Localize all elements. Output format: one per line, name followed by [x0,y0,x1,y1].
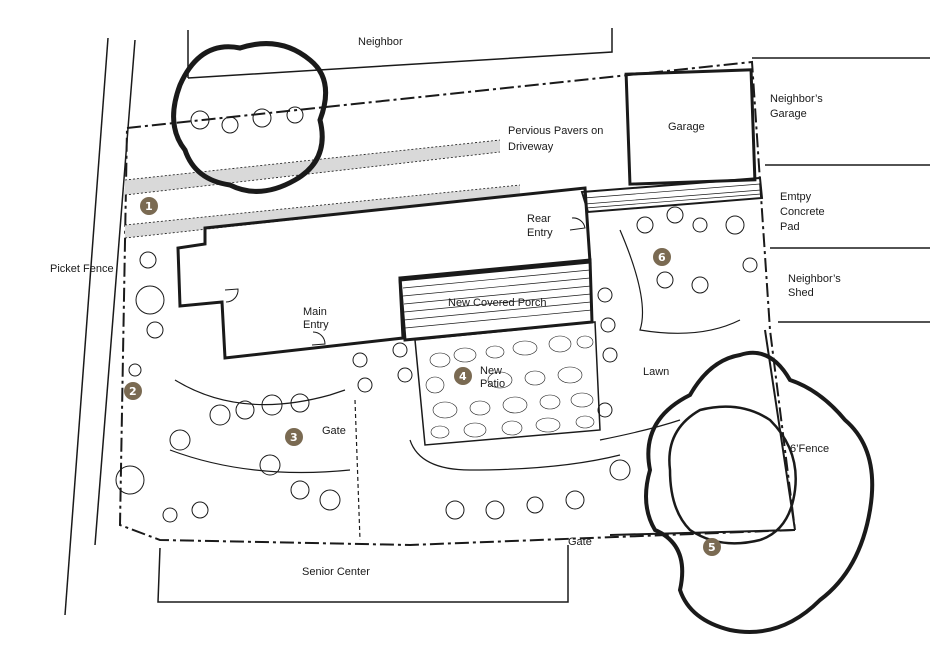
svg-text:6: 6 [658,251,666,264]
marker-5: 5 [703,538,721,556]
rear-entry-label-1: Rear [527,213,551,225]
empty-pad-label-1: Emtpy [780,191,812,203]
plan-labels: Neighbor Pervious Pavers on Driveway Gar… [50,36,841,578]
marker-6: 6 [653,248,671,266]
garage-label: Garage [668,121,705,133]
pervious-pavers-label: Pervious Pavers on [508,125,603,137]
svg-text:1: 1 [145,200,153,213]
gate-south-label: Gate [568,536,592,548]
neighbor-label: Neighbor [358,36,403,48]
marker-1: 1 [140,197,158,215]
context-lines [64,28,930,616]
neighbors-garage-label-1: Neighbor’s [770,93,823,105]
svg-text:2: 2 [129,385,137,398]
rear-entry-label-2: Entry [527,227,553,239]
neighbors-garage-label-2: Garage [770,108,807,120]
garden-paths [169,229,741,541]
gate-north-label: Gate [322,425,346,437]
empty-pad-label-2: Concrete [780,206,825,218]
senior-center-label: Senior Center [302,566,370,578]
garage-building [624,68,757,186]
property-line [118,60,797,547]
picket-fence-label: Picket Fence [50,263,114,275]
svg-text:3: 3 [290,431,298,444]
neighbors-shed-label-1: Neighbor’s [788,273,841,285]
new-covered-porch-label: New Covered Porch [448,297,546,309]
main-entry-label-1: Main [303,306,327,318]
new-patio-label-1: New [480,365,502,377]
empty-pad-label-3: Pad [780,221,800,233]
house-outline [176,186,592,360]
large-tree-canopies [171,41,875,634]
shrub-plantings [115,106,758,523]
new-patio-label-2: Patio [480,378,505,390]
rear-arbor [580,176,764,214]
six-foot-fence [609,329,796,536]
marker-4: 4 [454,367,472,385]
six-foot-fence-label: 6’Fence [790,443,829,455]
neighbors-shed-label-2: Shed [788,287,814,299]
main-entry-label-2: Entry [303,319,329,331]
marker-2: 2 [124,382,142,400]
lawn-label: Lawn [643,366,669,378]
svg-text:4: 4 [459,370,467,383]
driveway-label: Driveway [508,141,554,153]
new-patio [414,321,601,446]
svg-text:5: 5 [708,541,716,554]
numbered-markers: 1 2 3 4 5 6 [124,197,721,556]
marker-3: 3 [285,428,303,446]
